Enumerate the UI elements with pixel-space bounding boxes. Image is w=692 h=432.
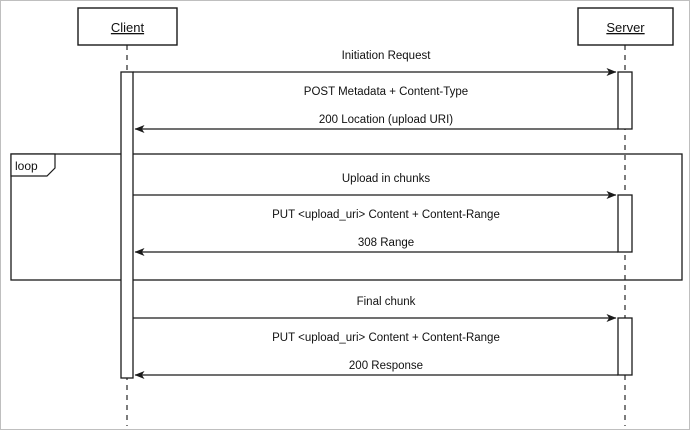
activation-bar-server-initiation[interactable] <box>617 71 633 130</box>
activation-bar-server-chunk[interactable] <box>617 194 633 253</box>
loop-fragment-tag <box>10 153 56 177</box>
message-label-put-chunk: PUT <upload_uri> Content + Content-Range <box>272 209 500 221</box>
message-label-200-location: 200 Location (upload URI) <box>319 114 453 126</box>
participant-label-client: Client <box>111 20 145 35</box>
group-caption-initiation: Initiation Request <box>342 50 432 62</box>
message-label-308-range: 308 Range <box>358 237 414 249</box>
participant-box-client[interactable] <box>77 7 178 46</box>
loop-fragment-box[interactable] <box>10 153 683 281</box>
group-caption-final-chunk: Final chunk <box>357 296 416 308</box>
participant-label-server: Server <box>606 20 645 35</box>
activation-bar-server-final[interactable] <box>617 317 633 376</box>
participant-box-server[interactable] <box>577 7 674 46</box>
activation-bar-client[interactable] <box>120 71 134 379</box>
loop-fragment-label: loop <box>15 159 38 173</box>
message-label-200-response: 200 Response <box>349 360 423 372</box>
message-label-post-metadata: POST Metadata + Content-Type <box>304 86 468 98</box>
message-label-put-final: PUT <upload_uri> Content + Content-Range <box>272 332 500 344</box>
group-caption-upload-in-chunks: Upload in chunks <box>342 173 430 185</box>
